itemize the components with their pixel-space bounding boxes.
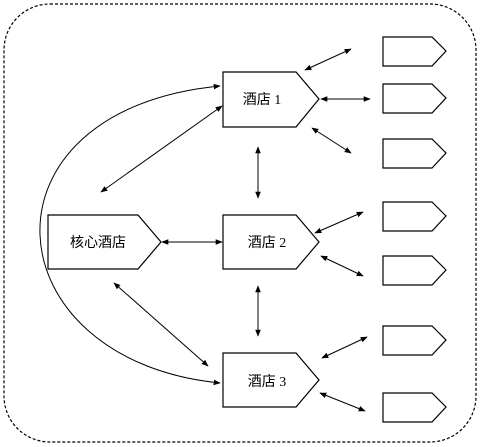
arrow-hotel2-sat4	[314, 211, 364, 234]
arrow-hotel3-sat7	[319, 392, 366, 412]
hotel-3-label: 酒店 3	[248, 374, 287, 390]
arrow-hotel2-sat5	[320, 255, 364, 277]
satellite-node-1	[382, 36, 447, 67]
hotel-2-node: 酒店 2	[222, 214, 320, 270]
core-hotel-label: 核心酒店	[70, 235, 126, 251]
outer-dashed-frame	[3, 3, 477, 443]
satellite-node-3	[382, 138, 447, 169]
satellite-node-4	[382, 201, 447, 232]
satellite-node-7	[382, 392, 447, 423]
hotel-1-node: 酒店 1	[222, 71, 320, 128]
arrow-hotel1-sat3	[311, 127, 352, 154]
arrow-hotel1-sat1	[304, 48, 352, 71]
arrow-core-hotel1	[100, 105, 223, 193]
hotel-1-label: 酒店 1	[243, 92, 282, 108]
satellite-node-5	[382, 255, 447, 286]
core-hotel-node: 核心酒店	[47, 214, 162, 270]
satellite-node-2	[382, 83, 447, 114]
hotel-2-label: 酒店 2	[248, 235, 287, 251]
arrow-hotel3-sat6	[321, 336, 368, 359]
arrow-core-hotel3	[113, 282, 209, 367]
hotel-3-node: 酒店 3	[222, 352, 320, 408]
satellite-node-6	[382, 325, 447, 356]
